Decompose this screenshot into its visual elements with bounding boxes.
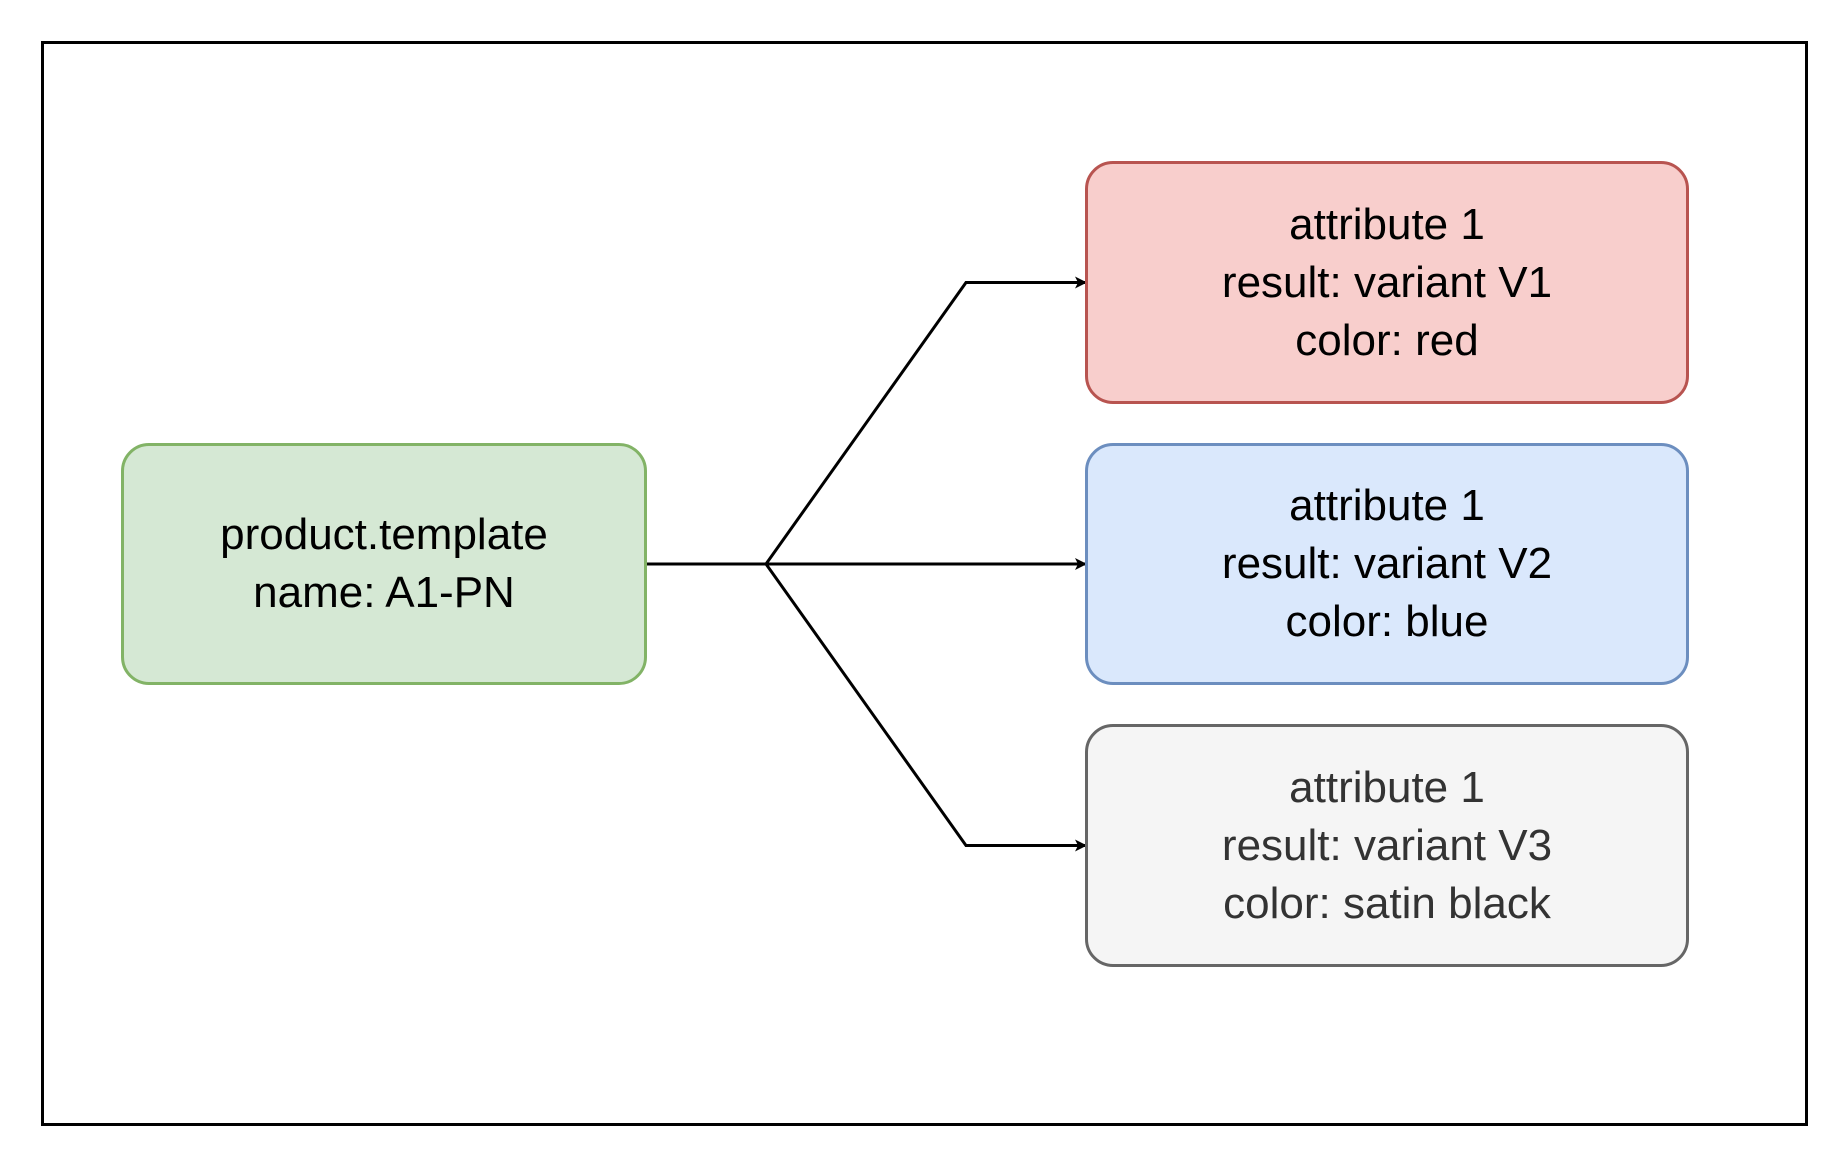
variant-v3-color: color: satin black xyxy=(1223,878,1551,928)
variant-v1-result: result: variant V1 xyxy=(1221,257,1553,307)
variant-v3-node: attribute 1 result: variant V3 color: sa… xyxy=(1085,724,1689,967)
variant-v1-attribute: attribute 1 xyxy=(1289,199,1485,249)
variant-v2-result: result: variant V2 xyxy=(1221,539,1553,588)
connector-arrow-v1 xyxy=(647,276,1087,566)
variant-v1-color: color: red xyxy=(1295,315,1479,365)
connector-arrow-v3 xyxy=(647,562,1087,852)
variant-v3-result: result: variant V3 xyxy=(1221,820,1553,870)
variant-v2-attribute: attribute 1 xyxy=(1289,481,1485,530)
variant-v2-node: attribute 1 result: variant V2 color: bl… xyxy=(1085,443,1689,685)
variant-v1-node: attribute 1 result: variant V1 color: re… xyxy=(1085,161,1689,404)
variant-v2-color: color: blue xyxy=(1285,597,1489,646)
product-template-node: product.template name: A1-PN xyxy=(121,443,647,685)
product-template-name: name: A1-PN xyxy=(253,568,515,617)
variant-v3-attribute: attribute 1 xyxy=(1289,762,1485,812)
diagram-frame xyxy=(41,41,1808,1126)
product-template-title: product.template xyxy=(220,510,548,559)
